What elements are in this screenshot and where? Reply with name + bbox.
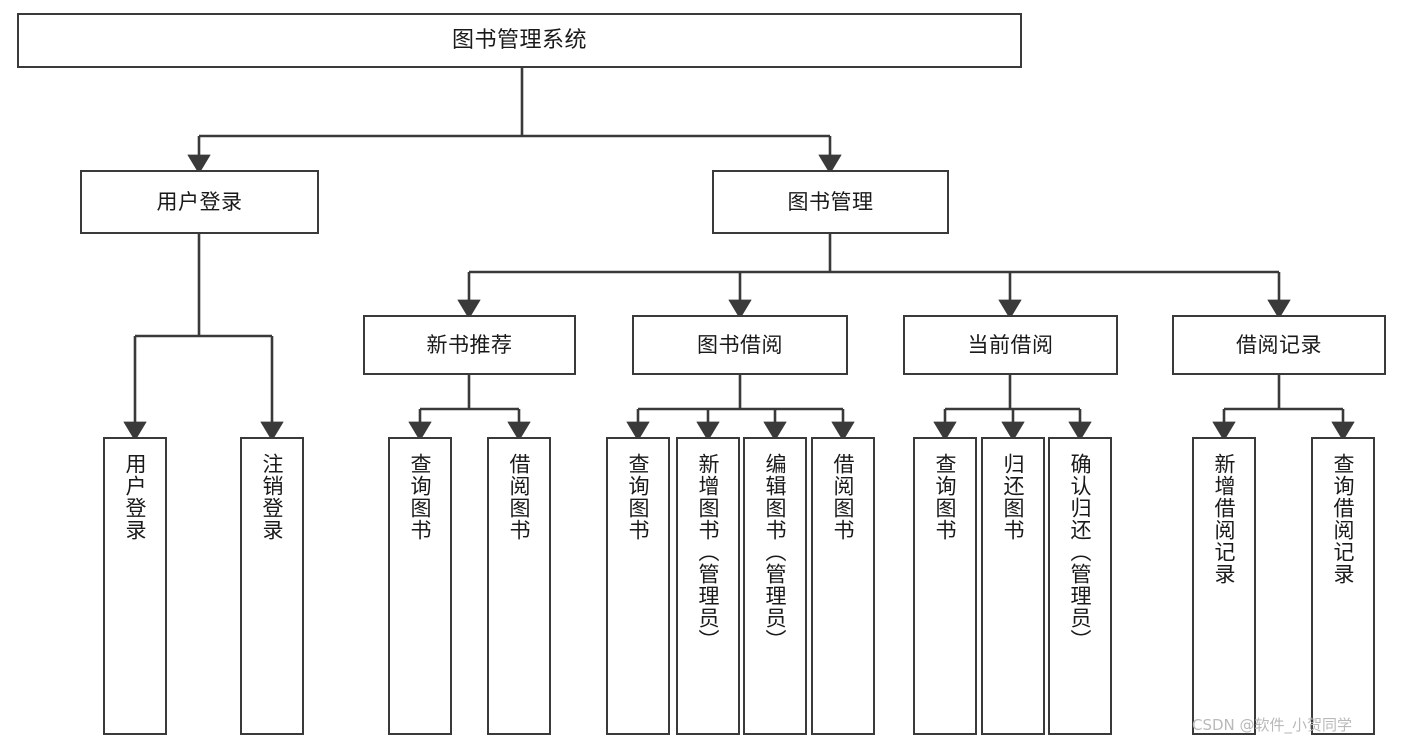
node-borrow-records-label: 借阅记录 xyxy=(1236,332,1322,357)
leaf-borrow-books-recommend[interactable]: 借阅图书 xyxy=(487,437,551,735)
node-user-login[interactable]: 用户登录 xyxy=(80,170,319,234)
leaf-confirm-return-admin[interactable]: 确认归还（管理员） xyxy=(1048,437,1112,735)
leaf-query-books-borrow[interactable]: 查询图书 xyxy=(606,437,670,735)
leaf-edit-book-admin-label: 编辑图书（管理员） xyxy=(763,453,788,651)
node-book-borrow[interactable]: 图书借阅 xyxy=(632,315,848,375)
leaf-query-books-current[interactable]: 查询图书 xyxy=(913,437,977,735)
node-borrow-records[interactable]: 借阅记录 xyxy=(1172,315,1386,375)
leaf-borrow-books-borrow-label: 借阅图书 xyxy=(831,453,856,541)
leaf-borrow-books-recommend-label: 借阅图书 xyxy=(507,453,532,541)
leaf-query-books-recommend-label: 查询图书 xyxy=(408,453,433,541)
leaf-confirm-return-admin-label: 确认归还（管理员） xyxy=(1068,453,1093,651)
leaf-logout[interactable]: 注销登录 xyxy=(240,437,304,735)
leaf-logout-label: 注销登录 xyxy=(260,453,285,541)
node-user-login-label: 用户登录 xyxy=(156,189,243,214)
node-new-book-recommend-label: 新书推荐 xyxy=(426,332,513,357)
node-current-borrow[interactable]: 当前借阅 xyxy=(903,315,1118,375)
node-root-label: 图书管理系统 xyxy=(451,27,587,53)
leaf-user-login[interactable]: 用户登录 xyxy=(103,437,167,735)
node-current-borrow-label: 当前借阅 xyxy=(967,332,1054,357)
leaf-query-books-current-label: 查询图书 xyxy=(933,453,958,541)
leaf-add-book-admin[interactable]: 新增图书（管理员） xyxy=(676,437,740,735)
leaf-add-borrow-record-label: 新增借阅记录 xyxy=(1212,453,1237,585)
leaf-return-books-label: 归还图书 xyxy=(1001,453,1026,541)
leaf-add-borrow-record[interactable]: 新增借阅记录 xyxy=(1192,437,1256,735)
leaf-return-books[interactable]: 归还图书 xyxy=(981,437,1045,735)
leaf-query-borrow-record[interactable]: 查询借阅记录 xyxy=(1311,437,1375,735)
leaf-query-books-recommend[interactable]: 查询图书 xyxy=(388,437,452,735)
node-book-borrow-label: 图书借阅 xyxy=(697,332,783,357)
leaf-add-book-admin-label: 新增图书（管理员） xyxy=(696,453,721,651)
node-book-management-label: 图书管理 xyxy=(787,189,874,214)
leaf-query-books-borrow-label: 查询图书 xyxy=(626,453,651,541)
leaf-user-login-label: 用户登录 xyxy=(123,453,148,541)
leaf-edit-book-admin[interactable]: 编辑图书（管理员） xyxy=(743,437,807,735)
leaf-borrow-books-borrow[interactable]: 借阅图书 xyxy=(811,437,875,735)
leaf-query-borrow-record-label: 查询借阅记录 xyxy=(1331,453,1356,585)
csdn-watermark: CSDN @软件_小贺同学 xyxy=(1192,716,1353,734)
node-new-book-recommend[interactable]: 新书推荐 xyxy=(363,315,576,375)
node-book-management[interactable]: 图书管理 xyxy=(712,170,949,234)
node-root[interactable]: 图书管理系统 xyxy=(17,13,1022,68)
